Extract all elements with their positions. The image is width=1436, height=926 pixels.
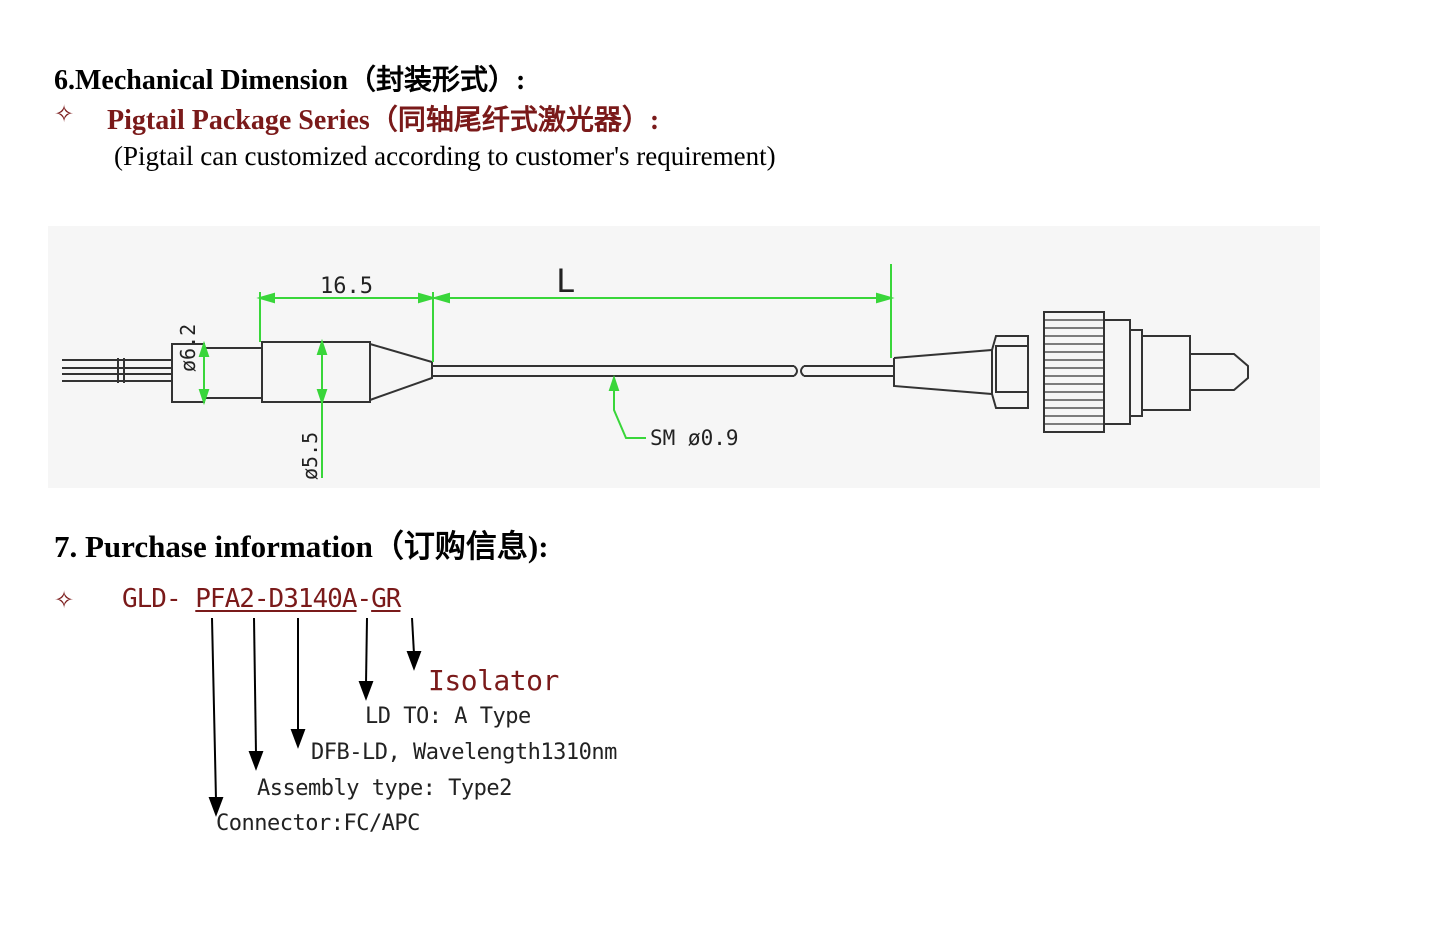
mechanical-drawing: 16.5 L ø6.2 ø5.5 SM ø0.9 — [48, 226, 1320, 488]
section6-title: 6.Mechanical Dimension（封装形式）: — [54, 65, 526, 96]
section7-title: 7. Purchase information（订购信息): — [54, 529, 549, 564]
star-bullet-icon: ✧ — [54, 100, 75, 128]
connector-label: Connector:FC/APC — [216, 811, 420, 836]
part-code-prefix: GLD- — [122, 584, 182, 614]
isolator-label: Isolator — [428, 664, 559, 697]
dfb-label: DFB-LD, Wavelength1310nm — [311, 740, 617, 765]
part-number: GLD- PFA2-D3140A-GR — [122, 584, 401, 614]
part-code-gr: GR — [371, 584, 401, 614]
laser-body-outline — [62, 311, 1249, 433]
dim-16-5-label: 16.5 — [320, 274, 373, 299]
dimension-lines — [198, 264, 895, 478]
fiber-label: SM ø0.9 — [650, 426, 739, 450]
star-bullet-icon: ✧ — [54, 586, 75, 614]
dim-L-label: L — [556, 262, 576, 300]
ld-to-label: LD TO: A Type — [365, 704, 531, 729]
part-code-dash: - — [356, 584, 372, 614]
mechanical-drawing-svg — [62, 264, 1249, 478]
section6-subtitle: Pigtail Package Series（同轴尾纤式激光器）: — [107, 105, 660, 136]
assembly-label: Assembly type: Type2 — [257, 776, 512, 801]
part-code-pfa: PFA2-D3140A — [195, 584, 357, 614]
pigtail-note: (Pigtail can customized according to cus… — [114, 141, 776, 171]
